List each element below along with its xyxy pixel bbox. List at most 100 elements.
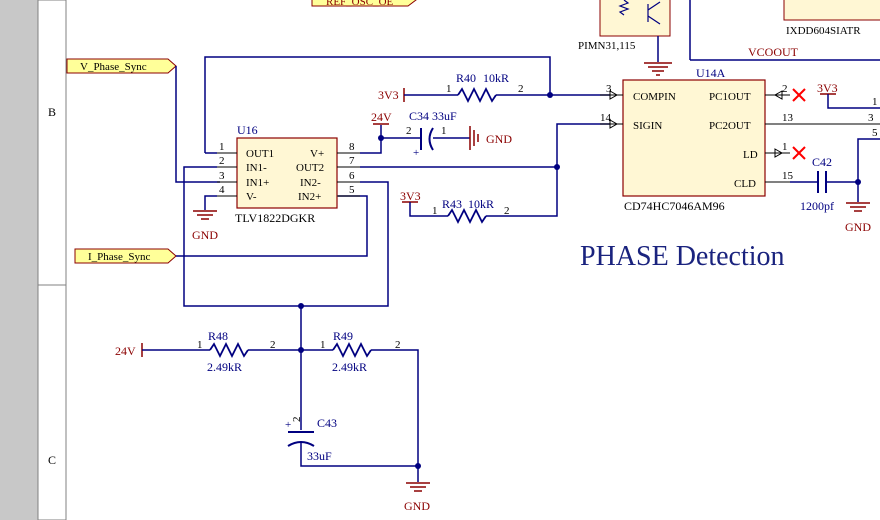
u14a-pin2-arrow <box>773 90 783 100</box>
pimn-transistor-body[interactable] <box>599 0 671 37</box>
u16-pin-5-name: IN2+ <box>298 191 321 203</box>
u14a-pin-pc2out: PC2OUT <box>709 120 751 132</box>
u14a-body[interactable] <box>622 79 766 197</box>
u16-pin-1-name: OUT1 <box>246 148 274 160</box>
u16-part: TLV1822DGKR <box>235 211 315 225</box>
u14a-right-pins <box>765 94 880 183</box>
edge-pin-3: 3 <box>868 112 874 124</box>
zone-label-b: B <box>48 105 56 119</box>
r49-resistor[interactable] <box>332 341 372 359</box>
c34-gnd-symbol <box>469 126 479 150</box>
u16-pin-4-name: V- <box>246 191 257 203</box>
u14a-pin-2-num: 2 <box>782 83 788 95</box>
r49-value: 2.49kR <box>332 360 367 374</box>
c42-capacitor[interactable] <box>817 171 827 193</box>
c42-designator: C42 <box>812 155 832 169</box>
i-phase-sync-port[interactable] <box>74 248 177 264</box>
u14a-pin-pc1out: PC1OUT <box>709 91 751 103</box>
i-phase-sync-label: I_Phase_Sync <box>88 251 150 263</box>
u14a-left-pins <box>600 94 623 125</box>
v-phase-sync-port[interactable] <box>66 58 177 74</box>
junction-r48-r49 <box>298 347 304 353</box>
ixdd-ic-body[interactable] <box>783 0 880 21</box>
noconnect-pc1out <box>792 88 806 102</box>
junction-dots <box>298 92 861 469</box>
u16-pin-8-name: V+ <box>310 148 324 160</box>
r49-right-wire <box>371 349 419 466</box>
r43-designator: R43 <box>442 197 462 211</box>
r43-left-wire <box>409 202 448 217</box>
r40-value: 10kR <box>483 71 509 85</box>
bottom-gnd-symbol <box>406 482 430 492</box>
u16-designator: U16 <box>237 123 258 137</box>
v-phase-sync-wire <box>175 66 220 183</box>
vplus-24v-wire <box>360 125 382 154</box>
r43-value: 10kR <box>468 197 494 211</box>
frame-border-left <box>0 0 38 520</box>
u16-pin-3-name: IN1+ <box>246 177 269 189</box>
u14a-pin-cld: CLD <box>734 178 756 190</box>
c43-designator: C43 <box>317 416 337 430</box>
r43-resistor[interactable] <box>447 207 487 225</box>
c34-gnd-label: GND <box>486 132 512 146</box>
r49-pin2: 2 <box>395 339 401 351</box>
vcoout-net-label: VCOOUT <box>748 45 799 59</box>
u14a-pin-1-num: 1 <box>782 141 788 153</box>
r48-resistor[interactable] <box>209 341 249 359</box>
r48-value: 2.49kR <box>207 360 242 374</box>
bottom-gnd-label: GND <box>404 499 430 513</box>
v3v3-label-r43: 3V3 <box>400 189 421 203</box>
u14a-part: CD74HC7046AM96 <box>624 199 725 213</box>
v24-label-bottom: 24V <box>115 344 136 358</box>
junction-divider-node <box>298 303 304 309</box>
u16-pin-7-name: OUT2 <box>296 162 324 174</box>
c34-designator: C34 <box>409 109 429 123</box>
u16-gnd-label: GND <box>192 228 218 242</box>
v3v3-right-wire <box>827 94 880 109</box>
c34-capacitor[interactable] <box>420 127 470 151</box>
r49-pin1: 1 <box>320 339 326 351</box>
u16-pin-5-num: 5 <box>349 184 355 196</box>
junction-c43-gnd <box>415 463 421 469</box>
v3v3-label-r40: 3V3 <box>378 88 399 102</box>
ixdd-label: IXDD604SIATR <box>786 25 861 37</box>
pimn-gnd-symbol <box>644 62 672 76</box>
c43-plus: + <box>285 419 291 431</box>
pimn-transistor-symbol <box>647 1 661 25</box>
junction-r40-compin <box>547 92 553 98</box>
c42-gnd-symbol <box>846 202 870 212</box>
r43-pin1: 1 <box>432 205 438 217</box>
r43-pin2: 2 <box>504 205 510 217</box>
c34-value: 33uF <box>432 109 457 123</box>
ref-osc-oe-label: REF_OSC_OE <box>326 0 394 8</box>
u14a-pin-ld: LD <box>743 149 758 161</box>
in2-minus-wire <box>301 181 389 307</box>
pimn-label: PIMN31,115 <box>578 40 636 52</box>
r40-resistor[interactable] <box>457 86 497 104</box>
junction-c34-24v <box>378 135 384 141</box>
u14a-pin-sigin: SIGIN <box>633 120 662 132</box>
u16-right-pins <box>337 152 360 197</box>
in1-minus-wire <box>183 166 301 307</box>
v3v3-label-right: 3V3 <box>817 81 838 95</box>
r40-designator: R40 <box>456 71 476 85</box>
u16-gnd-symbol <box>193 210 217 220</box>
out2-sigin-wire <box>360 123 610 168</box>
pimn-resistor-zigzag <box>618 0 630 16</box>
edge-pin5-wire <box>857 138 880 182</box>
u16-pin-6-num: 6 <box>349 170 355 182</box>
u14a-designator: U14A <box>696 66 726 80</box>
u14a-pin-14-num: 14 <box>600 112 612 124</box>
c34-pin1: 1 <box>441 125 447 137</box>
u14a-pin-13-num: 13 <box>782 112 794 124</box>
r40-pin2: 2 <box>518 83 524 95</box>
junction-out2-r43 <box>554 164 560 170</box>
ref-osc-oe-port[interactable] <box>311 0 417 7</box>
u16-body[interactable] <box>236 137 338 209</box>
u16-pin-2-num: 2 <box>219 155 225 167</box>
r40-pin1: 1 <box>446 83 452 95</box>
noconnect-ld <box>792 146 806 160</box>
c43-capacitor[interactable] <box>287 431 315 447</box>
